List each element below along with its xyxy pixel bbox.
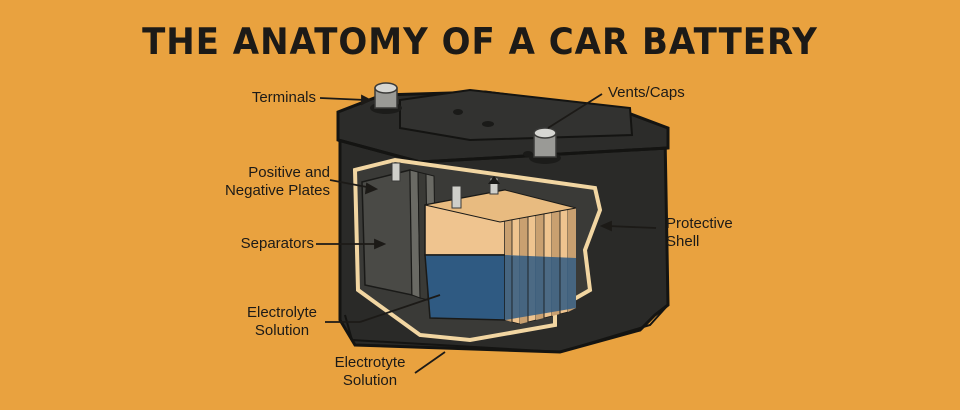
label-plates-line1: Positive and [248, 164, 330, 181]
plate-tabs [391, 162, 500, 209]
battery-lid [336, 88, 670, 164]
label-separators: Separators [200, 235, 314, 253]
terminal-left-icon [370, 82, 402, 114]
leader-lines [316, 93, 657, 374]
label-vents-caps: Vents/Caps [608, 84, 718, 102]
label-plates-line2: Negative Plates [224, 182, 330, 199]
label-plates: Positive and Negative Plates [190, 164, 330, 200]
label-electrolyte: Electrolyte Solution [232, 304, 332, 340]
label-protective-line2: Shell [666, 233, 700, 250]
label-electrotyte-line2: Solution [342, 372, 398, 389]
label-electrolyte-line2: Solution [254, 322, 310, 339]
label-vents-caps-text: Vents/Caps [608, 84, 685, 101]
plate-stack-front [424, 189, 577, 325]
page-title: THE ANATOMY OF A CAR BATTERY [142, 20, 818, 64]
label-protective-shell: Protective Shell [666, 215, 776, 251]
label-separators-text: Separators [240, 235, 314, 252]
label-protective-line1: Protective [666, 215, 733, 232]
label-electrotyte-line1: Electrotyte [334, 354, 406, 371]
vent-cap-icon [453, 109, 463, 115]
label-terminals: Terminals [220, 89, 316, 107]
label-electrotyte: Electrotyte Solution [320, 354, 420, 390]
vent-cap-icon [482, 121, 494, 127]
label-terminals-text: Terminals [251, 89, 316, 106]
label-electrolyte-line1: Electrolyte [246, 304, 318, 321]
terminal-right-icon [529, 127, 561, 164]
